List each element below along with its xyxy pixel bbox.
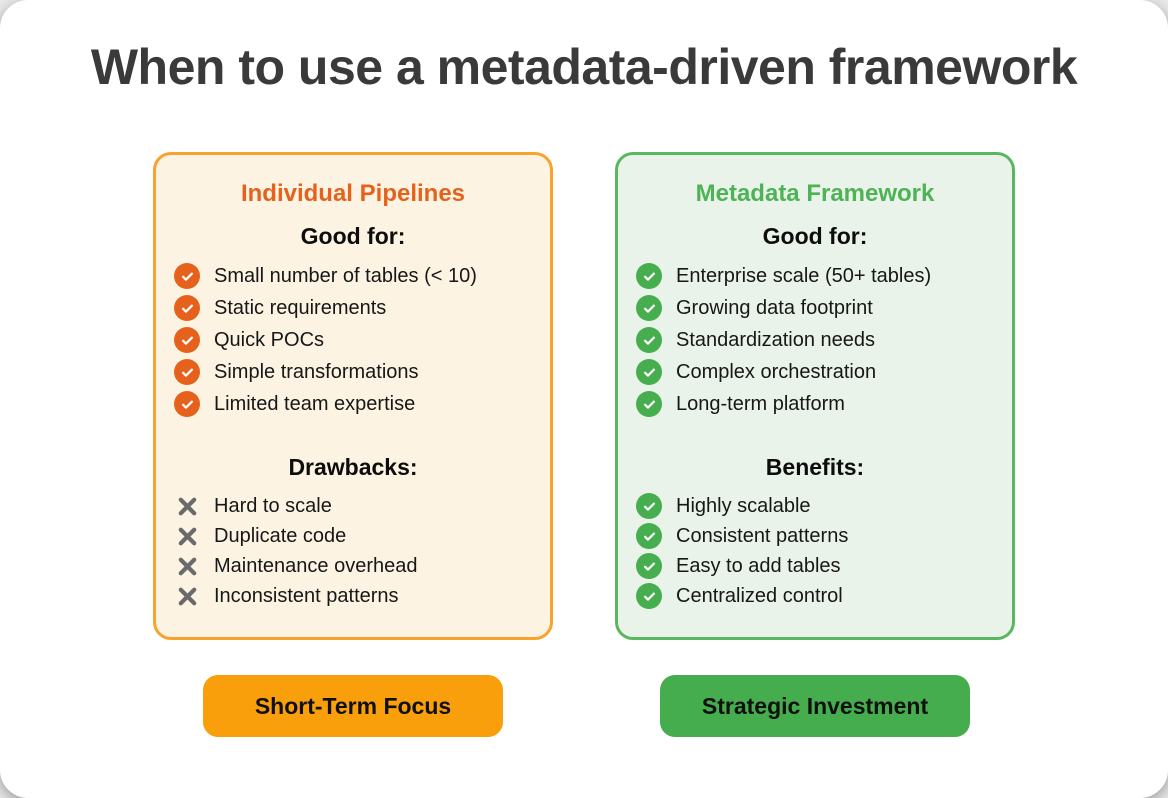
- list-item-label: Quick POCs: [214, 328, 325, 351]
- list-item: Hard to scale: [174, 491, 532, 521]
- cross-icon: [174, 553, 200, 579]
- list-item: Growing data footprint: [636, 292, 994, 324]
- panel-individual-pipelines: Individual Pipelines Good for: Small num…: [153, 152, 553, 640]
- cross-icon: [174, 523, 200, 549]
- column-individual-pipelines: Individual Pipelines Good for: Small num…: [153, 152, 553, 737]
- list-item: Duplicate code: [174, 521, 532, 551]
- drawbacks-list: Hard to scale Duplicate code Maintenance…: [174, 491, 532, 611]
- list-item-label: Duplicate code: [214, 524, 347, 547]
- list-item-label: Limited team expertise: [214, 392, 416, 415]
- list-item: Long-term platform: [636, 388, 994, 420]
- list-item: Complex orchestration: [636, 356, 994, 388]
- list-item: Quick POCs: [174, 324, 532, 356]
- list-item-label: Growing data footprint: [676, 296, 873, 319]
- list-item-label: Standardization needs: [676, 328, 876, 351]
- list-item: Small number of tables (< 10): [174, 260, 532, 292]
- check-circle-icon: [636, 295, 662, 321]
- cross-icon: [174, 493, 200, 519]
- section-heading: Benefits:: [765, 454, 865, 480]
- section-heading: Good for:: [300, 223, 406, 249]
- panel-metadata-framework: Metadata Framework Good for: Enterprise …: [615, 152, 1015, 640]
- comparison-panels: Individual Pipelines Good for: Small num…: [0, 152, 1168, 737]
- list-item-label: Small number of tables (< 10): [214, 264, 477, 287]
- list-item: Easy to add tables: [636, 551, 994, 581]
- list-item: Maintenance overhead: [174, 551, 532, 581]
- list-item: Highly scalable: [636, 491, 994, 521]
- page-title: When to use a metadata-driven framework: [90, 39, 1078, 95]
- list-item-label: Consistent patterns: [676, 524, 849, 547]
- short-term-focus-badge: Short-Term Focus: [203, 675, 503, 737]
- panel-title: Metadata Framework: [695, 180, 935, 207]
- list-item: Standardization needs: [636, 324, 994, 356]
- list-item: Centralized control: [636, 581, 994, 611]
- benefits-list: Highly scalable Consistent patterns Easy…: [636, 491, 994, 611]
- list-item-label: Simple transformations: [214, 360, 419, 383]
- list-item-label: Highly scalable: [676, 494, 811, 517]
- strategic-investment-badge: Strategic Investment: [659, 675, 971, 737]
- list-item-label: Static requirements: [214, 296, 387, 319]
- check-circle-icon: [174, 263, 200, 289]
- list-item-label: Complex orchestration: [676, 360, 877, 383]
- check-circle-icon: [174, 295, 200, 321]
- list-item-label: Maintenance overhead: [214, 554, 418, 577]
- check-circle-icon: [636, 391, 662, 417]
- section-heading: Good for:: [762, 223, 868, 249]
- check-circle-icon: [174, 359, 200, 385]
- check-circle-icon: [636, 263, 662, 289]
- list-item-label: Centralized control: [676, 584, 843, 607]
- section-heading: Drawbacks:: [288, 454, 418, 480]
- list-item: Enterprise scale (50+ tables): [636, 260, 994, 292]
- section-benefits: Benefits: Highly scalable Consistent pat…: [636, 454, 994, 611]
- list-item-label: Hard to scale: [214, 494, 332, 517]
- section-good-for: Good for: Enterprise scale (50+ tables) …: [636, 223, 994, 420]
- panel-title: Individual Pipelines: [240, 180, 466, 207]
- list-item: Limited team expertise: [174, 388, 532, 420]
- section-good-for: Good for: Small number of tables (< 10) …: [174, 223, 532, 420]
- list-item-label: Long-term platform: [676, 392, 845, 415]
- list-item: Simple transformations: [174, 356, 532, 388]
- check-circle-icon: [636, 553, 662, 579]
- good-for-list: Small number of tables (< 10) Static req…: [174, 260, 532, 420]
- list-item-label: Easy to add tables: [676, 554, 841, 577]
- cross-icon: [174, 583, 200, 609]
- list-item-label: Inconsistent patterns: [214, 584, 399, 607]
- good-for-list: Enterprise scale (50+ tables) Growing da…: [636, 260, 994, 420]
- check-circle-icon: [636, 523, 662, 549]
- list-item: Static requirements: [174, 292, 532, 324]
- list-item-label: Enterprise scale (50+ tables): [676, 264, 932, 287]
- check-circle-icon: [636, 583, 662, 609]
- section-drawbacks: Drawbacks: Hard to scale Duplicate code: [174, 454, 532, 611]
- check-circle-icon: [636, 359, 662, 385]
- check-circle-icon: [636, 493, 662, 519]
- list-item: Consistent patterns: [636, 521, 994, 551]
- check-circle-icon: [174, 327, 200, 353]
- list-item: Inconsistent patterns: [174, 581, 532, 611]
- column-metadata-framework: Metadata Framework Good for: Enterprise …: [615, 152, 1015, 737]
- check-circle-icon: [174, 391, 200, 417]
- check-circle-icon: [636, 327, 662, 353]
